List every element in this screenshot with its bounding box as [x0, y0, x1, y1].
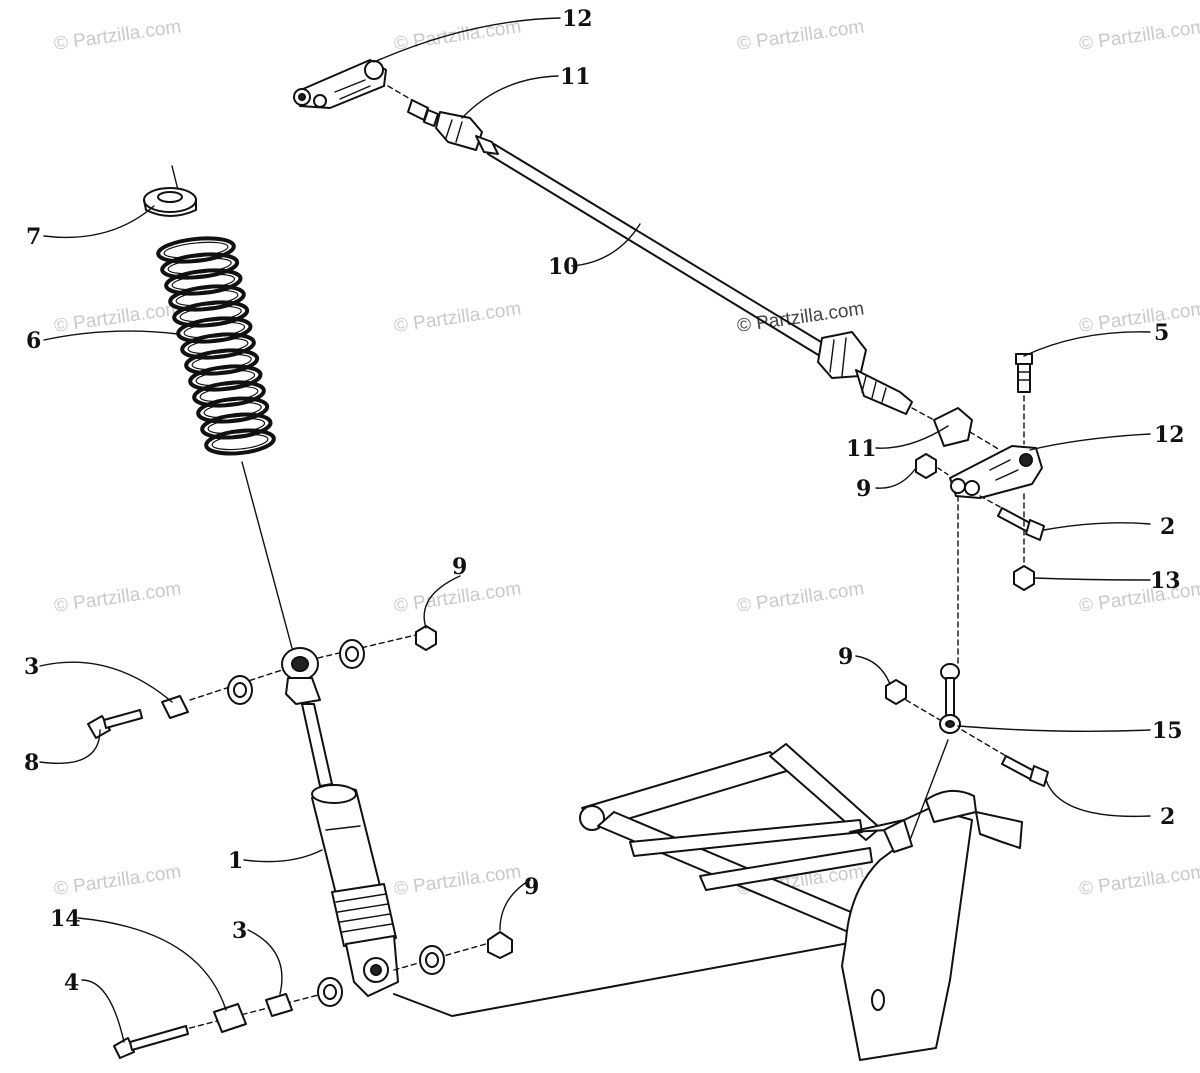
bolt-2-upper [979, 495, 1045, 541]
watermark: © Partzilla.com [53, 861, 183, 900]
coil-spring [156, 236, 276, 456]
bushing-upper-left [227, 675, 253, 705]
bolt-5 [1015, 353, 1033, 445]
callout-12-right: 12 [1154, 422, 1185, 448]
nut-13 [1013, 565, 1035, 591]
front-arm-frame [393, 663, 1049, 1061]
callout-2-lower: 2 [1160, 804, 1175, 830]
nut-9-link [885, 679, 907, 705]
leader-lines [39, 17, 1151, 1043]
bushing-lower-right [419, 945, 445, 975]
shock-upper-eye [281, 647, 321, 705]
callout-7: 7 [26, 224, 41, 250]
bolt-8 [87, 709, 143, 739]
bolt-4 [113, 1025, 189, 1059]
callout-11-right: 11 [846, 436, 877, 462]
callout-9-shock-lower: 9 [524, 874, 539, 900]
callout-4: 4 [64, 970, 79, 996]
rod-bushing-lower [817, 331, 1001, 451]
watermark: © Partzilla.com [1078, 16, 1200, 55]
watermark: © Partzilla.com [393, 578, 523, 617]
callout-11-top: 11 [560, 64, 591, 90]
callout-2-upper: 2 [1160, 514, 1175, 540]
callout-15: 15 [1152, 718, 1183, 744]
link-arm-lower [949, 445, 1043, 499]
nut-9-upper-left [415, 625, 437, 651]
callout-6: 6 [26, 328, 41, 354]
watermark: © Partzilla.com [1078, 861, 1200, 900]
callout-13: 13 [1150, 568, 1181, 594]
spacer-3-lower [265, 993, 293, 1017]
bushing-upper-right [339, 639, 365, 669]
callout-3-lower: 3 [232, 918, 247, 944]
rod-bushing-upper [407, 99, 499, 155]
callout-9-link: 9 [838, 644, 853, 670]
callout-8: 8 [24, 750, 39, 776]
shock-absorber-assembly [87, 165, 513, 1059]
torsion-rod [487, 143, 827, 357]
bushing-lower-left [317, 977, 343, 1007]
watermark: © Partzilla.com [393, 298, 523, 337]
callout-14: 14 [50, 906, 81, 932]
end-link-15 [939, 663, 961, 734]
bolt-2-lower [1001, 755, 1049, 787]
watermark: © Partzilla.com [736, 16, 866, 55]
watermark: © Partzilla.com [393, 861, 523, 900]
callout-3-upper: 3 [24, 654, 39, 680]
link-arm-upper [293, 59, 387, 109]
watermark: © Partzilla.com [393, 16, 523, 55]
sleeve-14 [213, 1003, 247, 1033]
callout-5: 5 [1154, 320, 1169, 346]
callout-10: 10 [548, 254, 579, 280]
stabilizer-rod-assembly [293, 59, 1045, 665]
spacer-3-upper [161, 695, 189, 719]
callout-9-shock-upper: 9 [452, 554, 467, 580]
nut-9-lower [487, 931, 513, 959]
callout-labels: 12 11 7 10 6 5 11 12 9 2 13 9 9 3 8 15 2… [24, 6, 1185, 996]
callout-9-right: 9 [856, 476, 871, 502]
shock-body [311, 784, 399, 997]
nut-9-upper-right [915, 453, 937, 479]
watermark: © Partzilla.com [1078, 578, 1200, 617]
callout-12-top: 12 [562, 6, 593, 32]
watermark: © Partzilla.com [53, 578, 183, 617]
watermark: © Partzilla.com [53, 16, 183, 55]
callout-1: 1 [228, 848, 243, 874]
watermark: © Partzilla.com [736, 578, 866, 617]
spring-retainer [143, 187, 197, 217]
